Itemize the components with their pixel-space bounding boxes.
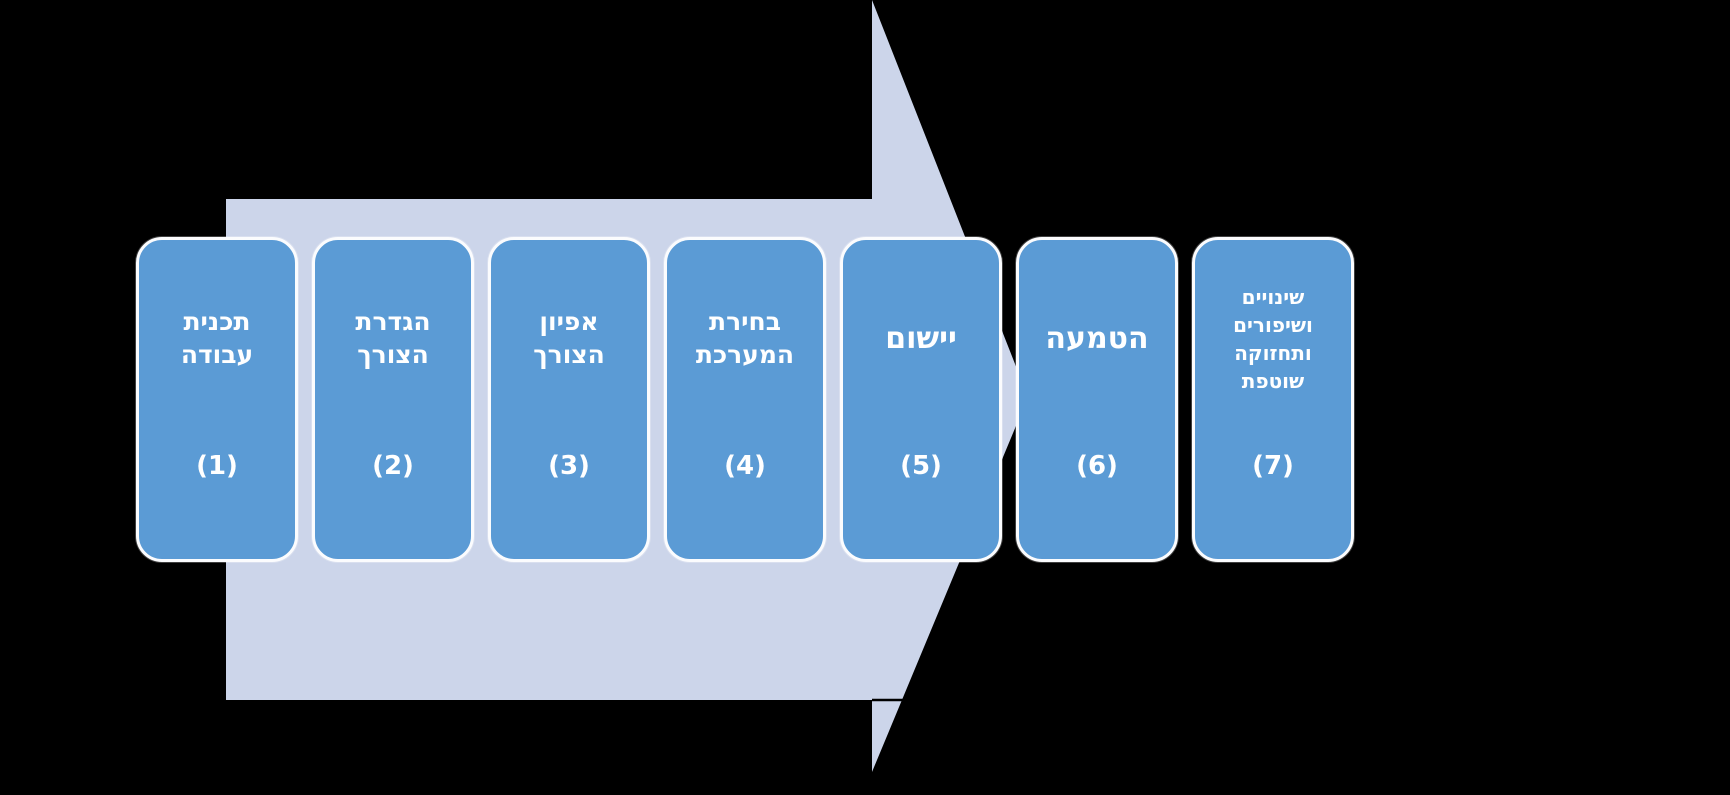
step-label-5: יישום xyxy=(885,321,957,357)
step-number-6: (6) xyxy=(1076,451,1118,482)
step-box-2: הגדרת הצורך (2) xyxy=(312,237,474,562)
step-label-4: בחירת המערכת xyxy=(695,307,795,369)
step-number-7: (7) xyxy=(1252,451,1294,482)
step-number-2: (2) xyxy=(372,451,414,482)
step-number-1: (1) xyxy=(196,451,238,482)
step-label-1: תכנית עבודה xyxy=(180,307,254,369)
step-number-3: (3) xyxy=(548,451,590,482)
step-box-1: תכנית עבודה (1) xyxy=(136,237,298,562)
step-label-2: הגדרת הצורך xyxy=(355,307,431,369)
step-number-4: (4) xyxy=(724,451,766,482)
step-box-7: שינויים ושיפורים ותחזוקה שוטפת (7) xyxy=(1192,237,1354,562)
step-box-5: יישום (5) xyxy=(840,237,1002,562)
process-steps: תכנית עבודה (1) הגדרת הצורך (2) אפיון הצ… xyxy=(136,237,1354,562)
step-box-3: אפיון הצורך (3) xyxy=(488,237,650,562)
step-box-4: בחירת המערכת (4) xyxy=(664,237,826,562)
step-label-7: שינויים ושיפורים ותחזוקה שוטפת xyxy=(1233,284,1313,393)
step-box-6: הטמעה (6) xyxy=(1016,237,1178,562)
step-number-5: (5) xyxy=(900,451,942,482)
step-label-6: הטמעה xyxy=(1045,321,1149,357)
step-label-3: אפיון הצורך xyxy=(533,307,605,369)
